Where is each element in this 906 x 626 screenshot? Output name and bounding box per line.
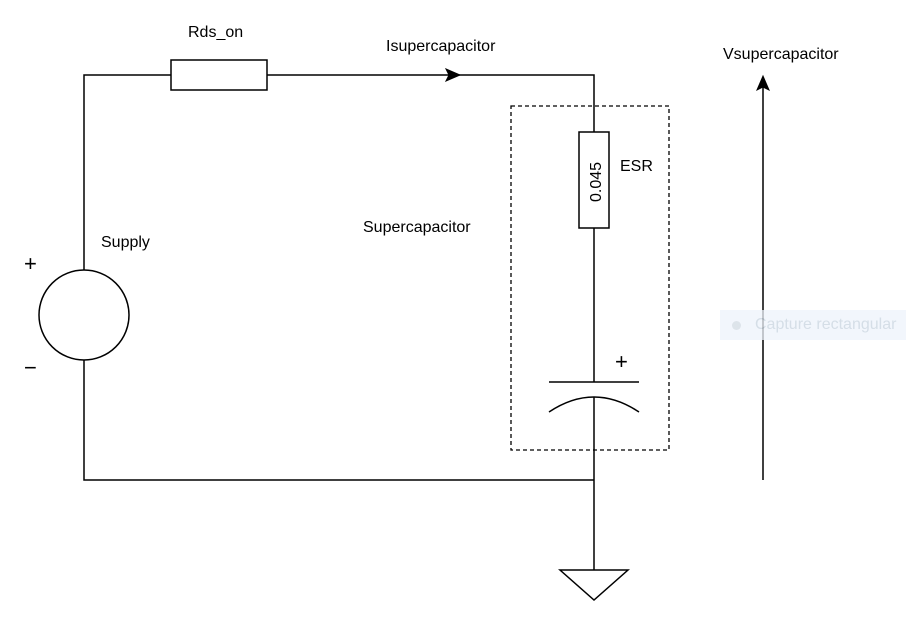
supercapacitor-boundary[interactable] xyxy=(510,105,670,451)
supply-plus-sign: + xyxy=(24,251,37,276)
rds-on-resistor[interactable] xyxy=(170,59,268,91)
esr-resistor[interactable] xyxy=(578,131,610,229)
vsupercapacitor-label: Vsupercapacitor xyxy=(723,46,839,63)
supply-minus-sign: − xyxy=(24,355,37,380)
supercapacitor-label: Supercapacitor xyxy=(363,219,471,236)
capture-tooltip: Capture rectangular xyxy=(720,310,906,340)
supply-source[interactable] xyxy=(38,269,130,361)
wire-top xyxy=(267,74,595,132)
rds-on-label: Rds_on xyxy=(188,24,243,41)
capacitor-plus-sign: + xyxy=(615,349,628,374)
wire-supply-bottom xyxy=(83,360,594,481)
capacitor-plate-negative[interactable] xyxy=(548,396,640,413)
isupercapacitor-label: Isupercapacitor xyxy=(386,38,496,55)
ground-icon[interactable] xyxy=(558,569,630,602)
tooltip-dot-icon xyxy=(732,320,741,330)
tooltip-text: Capture rectangular xyxy=(755,316,897,333)
esr-value-label: 0.045 xyxy=(588,162,605,202)
supply-label: Supply xyxy=(101,234,150,251)
voltage-arrow-head xyxy=(756,74,770,92)
esr-label: ESR xyxy=(620,158,653,175)
wire-supply-top xyxy=(83,74,171,270)
current-arrow-head xyxy=(444,68,462,82)
